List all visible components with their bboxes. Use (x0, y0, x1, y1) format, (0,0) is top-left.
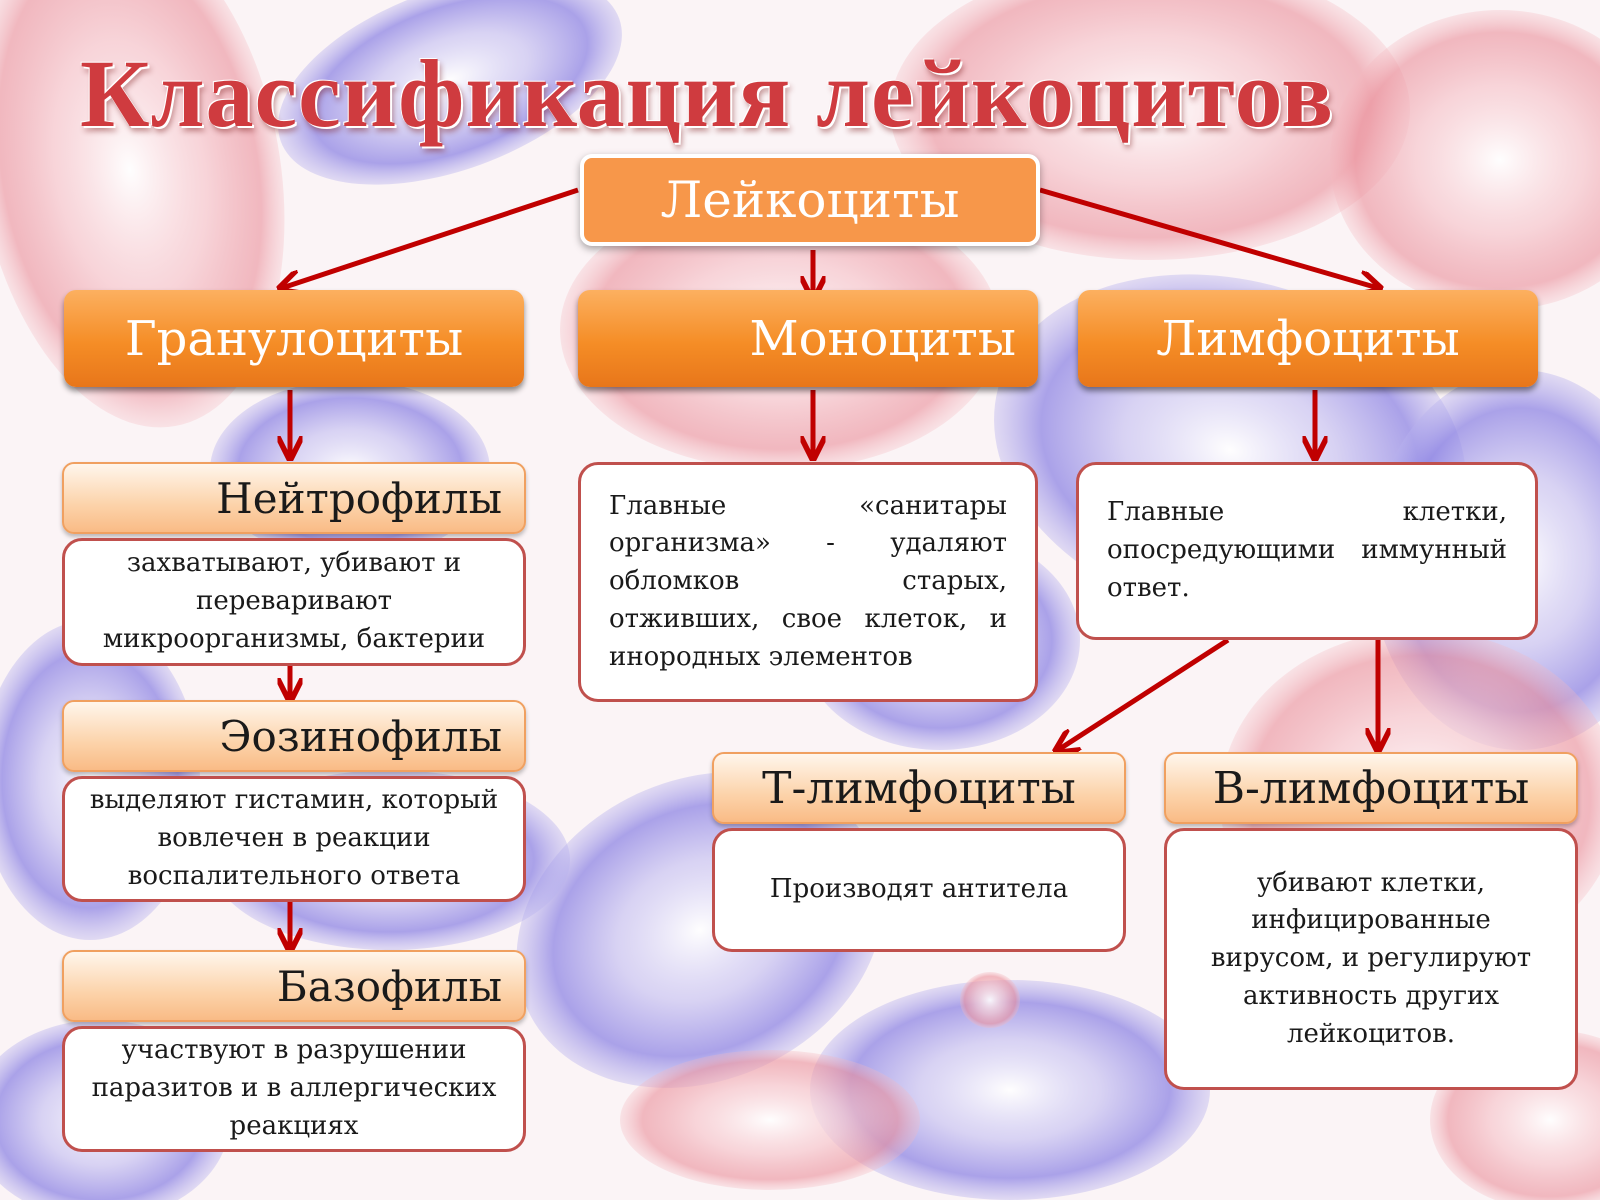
t-lymphocytes-label: Т-лимфоциты (762, 762, 1076, 814)
granulocytes-label: Гранулоциты (124, 310, 464, 367)
b-lymphocytes-description-box: убивают клетки, инфицированные вирусом, … (1164, 828, 1578, 1090)
basophils-label: Базофилы (276, 961, 502, 1011)
t-lymphocytes-header: Т-лимфоциты (712, 752, 1126, 824)
neutrophils-label: Нейтрофилы (216, 473, 502, 523)
neutrophils-header: Нейтрофилы (62, 462, 526, 534)
arrow-root-to-lymphocytes (1039, 187, 1378, 288)
monocytes-label: Моноциты (749, 310, 1016, 367)
leukocytes-root-box: Лейкоциты (580, 154, 1040, 246)
granulocytes-box: Гранулоциты (64, 290, 524, 387)
basophils-header: Базофилы (62, 950, 526, 1022)
page-title: Классификация лейкоцитов (80, 40, 1334, 147)
b-lymphocytes-description: убивают клетки, инфицированные вирусом, … (1210, 867, 1532, 1049)
monocytes-description-box: Главные «санитары организма» - удаляют о… (578, 462, 1038, 702)
neutrophils-description: захватывают, убивают и переваривают микр… (102, 548, 486, 654)
neutrophils-description-box: захватывают, убивают и переваривают микр… (62, 538, 526, 666)
eosinophils-description: выделяют гистамин, который вовлечен в ре… (89, 785, 499, 891)
eosinophils-label: Эозинофилы (219, 711, 502, 761)
lymphocytes-description: Главные клетки, опосредующими иммунный о… (1107, 497, 1507, 603)
lymphocytes-description-box: Главные клетки, опосредующими иммунный о… (1076, 462, 1538, 640)
basophils-description-box: участвуют в разрушении паразитов и в алл… (62, 1026, 526, 1152)
eosinophils-header: Эозинофилы (62, 700, 526, 772)
arrow-root-to-granulocytes (282, 187, 579, 288)
leukocytes-root-label: Лейкоциты (660, 171, 960, 229)
t-lymphocytes-description: Производят антитела (769, 874, 1069, 905)
b-lymphocytes-header: В-лимфоциты (1164, 752, 1578, 824)
eosinophils-description-box: выделяют гистамин, который вовлечен в ре… (62, 776, 526, 902)
lymphocytes-label: Лимфоциты (1156, 310, 1460, 367)
arrow-lymphocytes-to-t-cells (1058, 637, 1230, 750)
monocytes-box: Моноциты (578, 290, 1038, 387)
t-lymphocytes-description-box: Производят антитела (712, 828, 1126, 952)
b-lymphocytes-label: В-лимфоциты (1212, 762, 1530, 814)
monocytes-description: Главные «санитары организма» - удаляют о… (609, 490, 1007, 672)
basophils-description: участвуют в разрушении паразитов и в алл… (91, 1035, 497, 1141)
lymphocytes-box: Лимфоциты (1078, 290, 1538, 387)
